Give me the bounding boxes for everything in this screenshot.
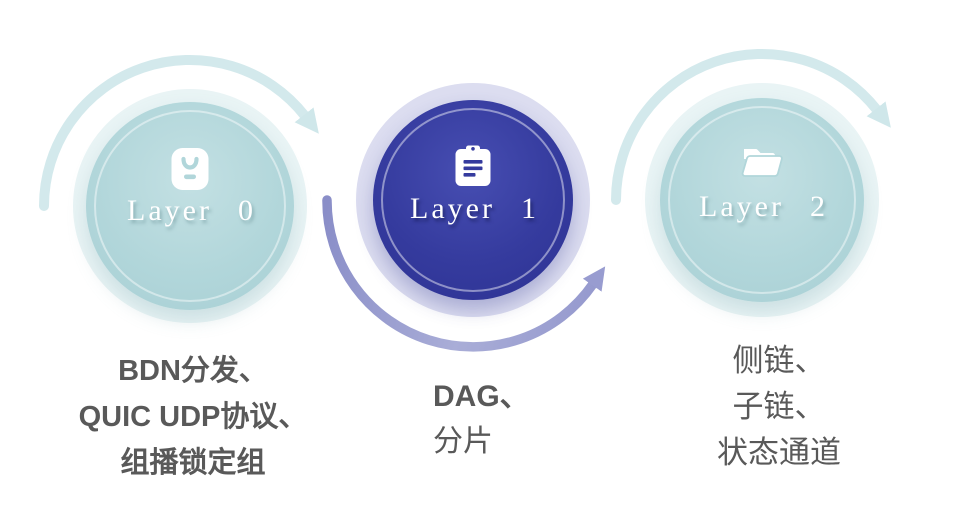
feature-cjk-text: 分片 — [433, 425, 493, 458]
layer1-feature-list: DAG、 分片 — [433, 374, 530, 464]
feature-line: QUIC UDP协议、 — [30, 394, 356, 440]
layer1-label: Layer 1 — [373, 192, 573, 226]
feature-line: BDN分发、 — [30, 348, 356, 394]
feature-cjk-text: 子链、 — [732, 389, 826, 424]
feature-cjk-text: 协议、 — [220, 401, 308, 433]
feature-line: DAG、 — [433, 374, 530, 419]
layer2-label-word: Layer — [699, 190, 784, 223]
feature-latin-text: DAG — [433, 380, 500, 413]
feature-line: 子链、 — [618, 384, 940, 430]
feature-cjk-text: 侧链、 — [732, 343, 826, 378]
layer2-arc-arrow-icon — [611, 48, 891, 205]
layer0-arc-arrow-icon — [39, 54, 319, 211]
feature-line: 状态通道 — [618, 430, 940, 476]
feature-cjk-text: 、 — [499, 380, 530, 413]
layer0-label-word: Layer — [127, 194, 212, 227]
layer1-label-number: 1 — [520, 192, 536, 225]
layer2-label-number: 2 — [809, 190, 825, 223]
layer0-label: Layer 0 — [86, 194, 294, 228]
feature-line: 组播锁定组 — [30, 440, 356, 486]
layer1-label-word: Layer — [410, 192, 495, 225]
feature-cjk-text: 状态通道 — [717, 435, 841, 470]
feature-latin-text: QUIC UDP — [78, 401, 221, 433]
feature-cjk-text: 组播锁定组 — [120, 447, 266, 479]
layer0-feature-list: BDN分发、 QUIC UDP协议、 组播锁定组 — [30, 348, 356, 486]
feature-line: 分片 — [433, 419, 530, 464]
layer2-node: Layer 2 — [660, 98, 864, 302]
layer2-feature-list: 侧链、 子链、 状态通道 — [618, 338, 940, 476]
layer1-arc-arrow-icon — [322, 195, 606, 352]
feature-line: 侧链、 — [618, 338, 940, 384]
feature-latin-text: BDN — [118, 355, 181, 387]
feature-cjk-text: 分发、 — [180, 355, 268, 387]
bag-icon — [170, 146, 210, 197]
layer0-node: Layer 0 — [86, 102, 294, 310]
open-folder-icon — [740, 142, 784, 185]
layer2-label: Layer 2 — [660, 190, 864, 224]
layer0-label-number: 0 — [237, 194, 253, 227]
layer1-node: Layer 1 — [373, 100, 573, 300]
clipboard-icon — [453, 144, 493, 193]
